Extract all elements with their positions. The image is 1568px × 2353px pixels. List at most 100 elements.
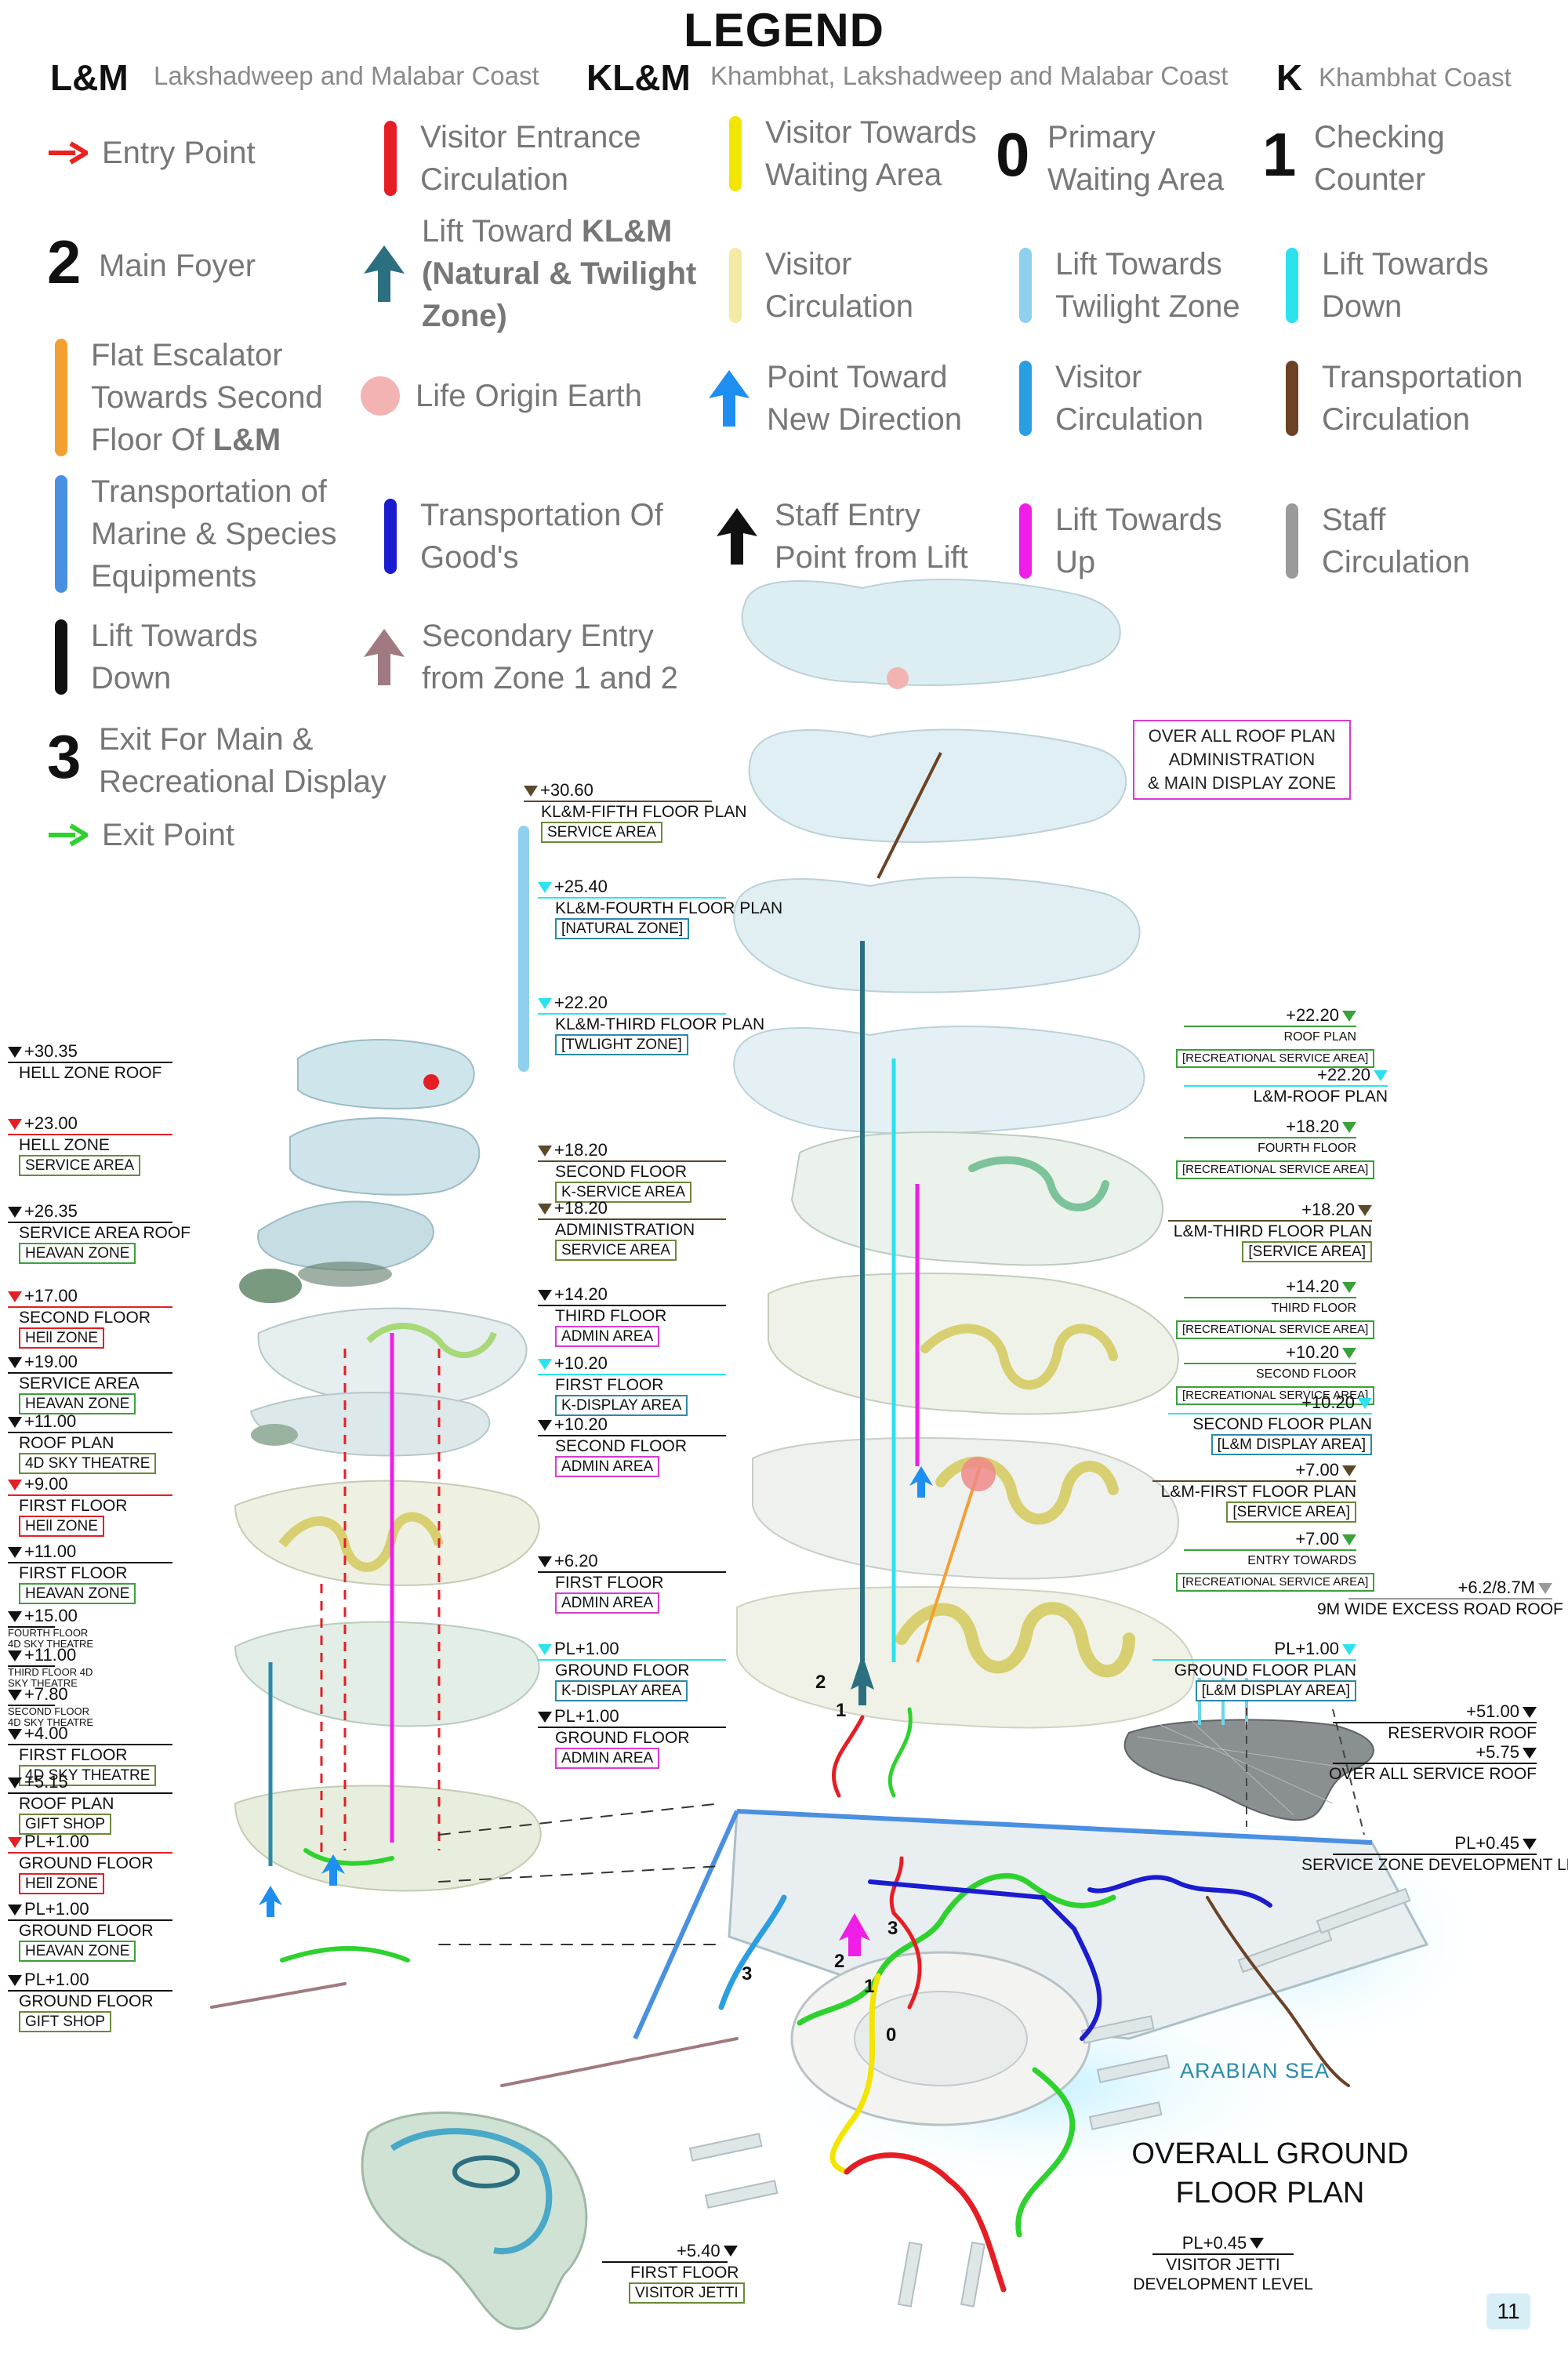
level-leader-line — [8, 1852, 172, 1854]
legend-label-text: Visitor Towards — [765, 115, 977, 150]
level-elevation: +10.20 — [1301, 1393, 1355, 1412]
level-name: L&M-ROOF PLAN — [1253, 1088, 1388, 1106]
legend-label-line: Entry Point — [102, 132, 256, 174]
level-name: THIRD FLOOR — [1271, 1302, 1356, 1315]
level-area-tag: [SERVICE AREA] — [1226, 1501, 1356, 1523]
legend-number: 3 — [47, 722, 82, 791]
level-marker-triangle — [1342, 1011, 1356, 1022]
level-name: SECOND FLOOR 4D SKY THEATRE — [8, 1705, 94, 1728]
legend-label-text: Staff — [1322, 503, 1386, 537]
legend-label-line: Primary — [1047, 116, 1224, 158]
level-leader-line — [538, 1218, 726, 1220]
legend-label-line: Point Toward — [767, 356, 962, 398]
life-origin-circle-icon — [361, 376, 400, 416]
level-marker-triangle — [8, 1547, 22, 1559]
level-elevation: +51.00 — [1466, 1701, 1519, 1721]
level-marker-triangle — [8, 1480, 22, 1491]
legend-label-line: Lift Towards — [1322, 243, 1489, 285]
level-leader-line — [8, 1372, 172, 1374]
level-elevation: +5.15 — [24, 1772, 68, 1792]
legend-label-line: from Zone 1 and 2 — [422, 657, 678, 699]
legend-label-text: Equipments — [91, 559, 257, 594]
level-name: OVER ALL SERVICE ROOF — [1329, 1765, 1537, 1783]
level-area-tag: HEll ZONE — [19, 1873, 104, 1894]
level-marker-triangle — [524, 786, 538, 797]
first-floor-plate — [768, 1273, 1179, 1415]
level-marker-triangle — [1523, 1839, 1537, 1850]
visitor-jetti-line-1: VISITOR JETTI — [1166, 2256, 1280, 2274]
level-name: ENTRY TOWARDS — [1247, 1554, 1356, 1567]
level-leader-line — [8, 1062, 172, 1063]
level-elevation: +7.80 — [24, 1684, 68, 1704]
level-elevation: +10.20 — [1286, 1342, 1339, 1362]
level-leader-line — [1333, 1763, 1537, 1764]
legend-color-bar — [55, 475, 67, 593]
legend-label-line: New Direction — [767, 398, 962, 441]
legend-color-bar — [1019, 248, 1032, 323]
level-marker-triangle — [8, 1357, 22, 1369]
level-elevation: PL+1.00 — [24, 1832, 89, 1851]
legend-label-text: Waiting Area — [1047, 162, 1225, 197]
level-area-tag: HEll ZONE — [19, 1516, 104, 1537]
level-area-tag: [TWLIGHT ZONE] — [555, 1034, 688, 1055]
level-leader-line — [8, 1665, 55, 1667]
route-number-marker: 2 — [834, 1951, 845, 1972]
level-leader-line — [8, 1222, 172, 1223]
legend-color-bar — [1286, 248, 1298, 323]
level-name: HELL ZONE ROOF — [19, 1064, 162, 1082]
legend-label-line: Marine & Species — [91, 513, 336, 555]
legend-label-line: Twilight Zone — [1055, 285, 1240, 328]
level-marker-triangle — [538, 1712, 552, 1723]
legend-label-text: Flat Escalator — [91, 338, 283, 372]
legend-label-text: Visitor — [1055, 360, 1142, 394]
level-leader-line — [8, 1705, 55, 1706]
legend-label-text: Circulation — [765, 289, 913, 324]
level-elevation: PL+1.00 — [554, 1639, 619, 1658]
level-elevation: +14.20 — [554, 1284, 608, 1304]
abbr-text-klm: Khambhat, Lakshadweep and Malabar Coast — [710, 61, 1229, 90]
level-leader-line — [1184, 1026, 1356, 1027]
level-leader-line — [1184, 1363, 1356, 1364]
level-leader-line — [8, 1306, 172, 1308]
level-elevation: +7.00 — [1295, 1460, 1339, 1480]
level-area-tag: SERVICE AREA — [555, 1240, 677, 1261]
legend-label-text: Lift Towards — [1055, 247, 1222, 281]
level-elevation: PL+1.00 — [1274, 1639, 1339, 1658]
legend-label-text: Circulation — [1055, 402, 1203, 437]
level-name: GROUND FLOOR — [555, 1661, 690, 1679]
secondary-entry-arrow-icon — [361, 626, 408, 692]
gallery-serpentines — [895, 1156, 1135, 1678]
legend-label-text: Zone) — [422, 299, 507, 333]
level-marker-triangle — [8, 1047, 22, 1058]
level-name: SECOND FLOOR PLAN — [1192, 1415, 1372, 1433]
fourth-floor-plate — [733, 877, 1141, 993]
entry-arrow-icon — [47, 141, 91, 169]
level-elevation: +15.00 — [24, 1606, 78, 1625]
level-leader-line — [1333, 1722, 1537, 1723]
overall-ground-plan-title: OVERALL GROUND FLOOR PLAN — [1113, 2134, 1427, 2213]
legend-label-line: Recreational Display — [99, 761, 387, 803]
level-elevation: +25.40 — [554, 877, 608, 896]
level-elevation: +18.20 — [554, 1198, 608, 1218]
legend-label-line: Visitor Entrance — [420, 116, 641, 158]
legend-label-text: Exit Point — [102, 818, 234, 852]
level-elevation: +14.20 — [1286, 1276, 1339, 1296]
legend-color-bar — [1286, 361, 1298, 436]
level-elevation: +18.20 — [554, 1140, 608, 1160]
legend-label-bold: L&M — [212, 423, 281, 457]
blue-boundary-road — [736, 1809, 1373, 1845]
level-area-tag: HEAVAN ZONE — [19, 1243, 136, 1264]
